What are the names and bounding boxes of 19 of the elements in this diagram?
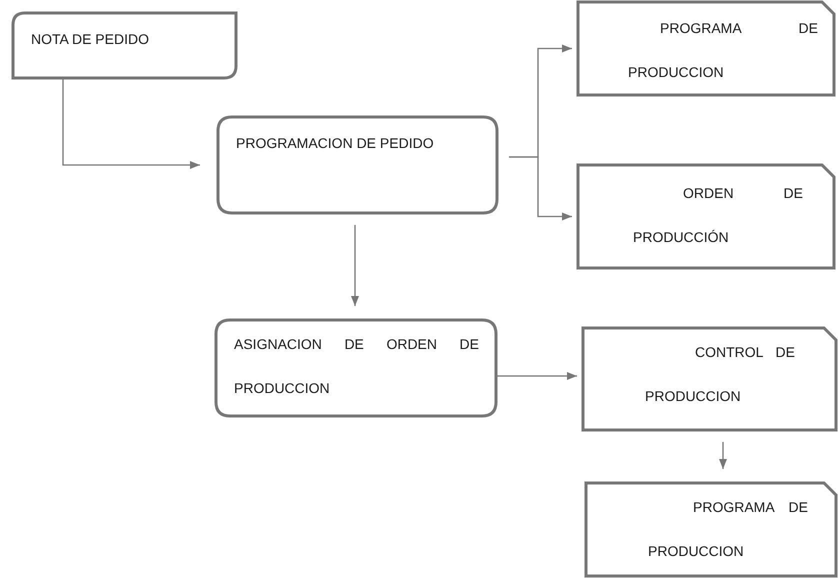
document-box xyxy=(578,165,834,268)
box-label: ASIGNACION DE ORDEN DE PRODUCCION xyxy=(234,335,479,398)
process-box xyxy=(218,117,497,213)
box-label: ORDEN DE PRODUCCIÓN xyxy=(633,184,803,247)
arrow xyxy=(509,156,572,220)
document-box xyxy=(586,483,836,576)
process-box xyxy=(216,320,496,416)
document-box xyxy=(583,328,836,430)
box-label: PROGRAMA DE PRODUCCION xyxy=(628,19,818,82)
arrow xyxy=(62,79,200,169)
arrow xyxy=(497,372,577,380)
arrow xyxy=(351,225,359,306)
box-label: CONTROL DE PRODUCCION xyxy=(645,343,795,406)
process-box xyxy=(13,13,236,78)
box-label: PROGRAMA DE PRODUCCION xyxy=(648,498,808,561)
box-label: NOTA DE PEDIDO xyxy=(31,30,150,49)
box-label: PROGRAMACION DE PEDIDO xyxy=(236,134,435,153)
document-box xyxy=(578,2,834,95)
arrow xyxy=(719,442,727,469)
